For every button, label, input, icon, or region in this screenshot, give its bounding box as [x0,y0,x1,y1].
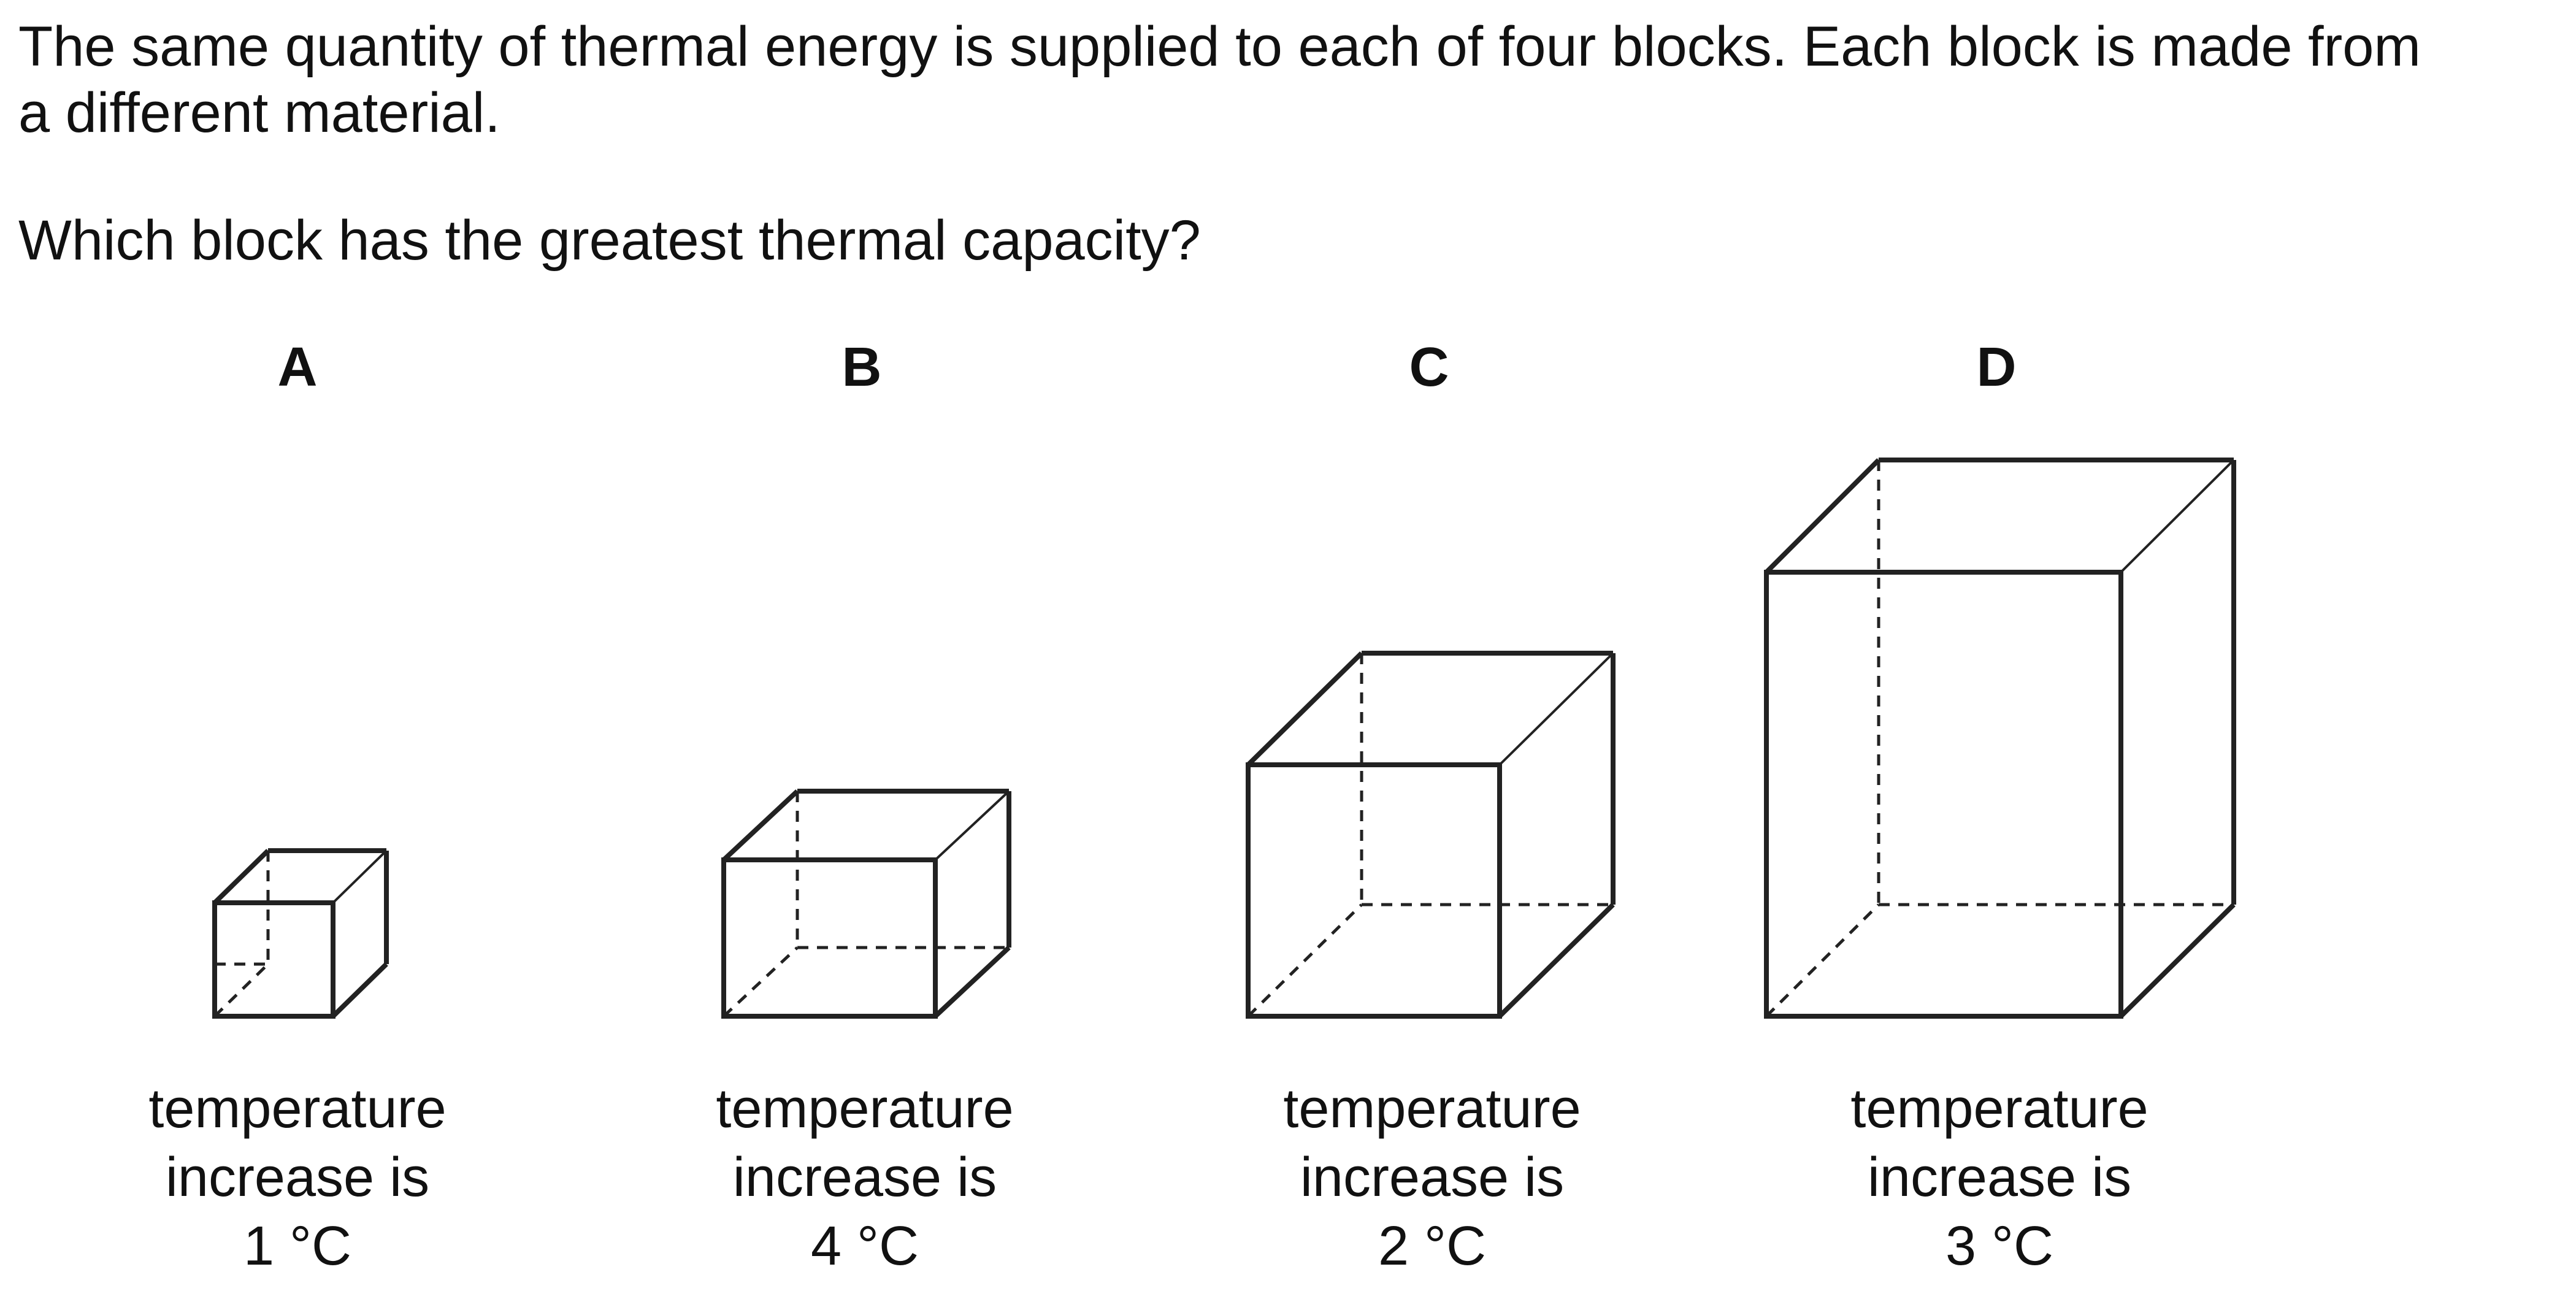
block-a-cube [212,848,389,1019]
block-c-cube [1246,651,1616,1019]
temperature-increase-value: 1 °C [243,1216,352,1277]
block-a-caption: temperature increase is 1 °C [83,1075,512,1281]
block-d-letter: D [1976,337,2017,398]
caption-line-2: increase is [165,1147,430,1208]
temperature-increase-value: 3 °C [1945,1216,2054,1277]
question-prompt: Which block has the greatest thermal cap… [18,209,1201,272]
block-b-cube [721,789,1011,1019]
block-b-caption: temperature increase is 4 °C [650,1075,1079,1281]
caption-line-1: temperature [1283,1078,1581,1140]
block-d-cube [1764,458,2236,1019]
block-b-letter: B [841,337,882,398]
caption-line-1: temperature [716,1078,1014,1140]
block-d-caption: temperature increase is 3 °C [1785,1075,2214,1281]
question-line-2: a different material. [18,82,500,144]
block-a-letter: A [277,337,318,398]
caption-line-2: increase is [1300,1147,1565,1208]
caption-line-1: temperature [148,1078,447,1140]
caption-line-2: increase is [732,1147,997,1208]
caption-line-1: temperature [1850,1078,2149,1140]
temperature-increase-value: 4 °C [810,1216,919,1277]
block-c-letter: C [1409,337,1449,398]
block-c-caption: temperature increase is 2 °C [1217,1075,1647,1281]
question-line-1: The same quantity of thermal energy is s… [18,15,2421,78]
caption-line-2: increase is [1867,1147,2132,1208]
question-text: The same quantity of thermal energy is s… [18,13,2533,274]
temperature-increase-value: 2 °C [1378,1216,1487,1277]
